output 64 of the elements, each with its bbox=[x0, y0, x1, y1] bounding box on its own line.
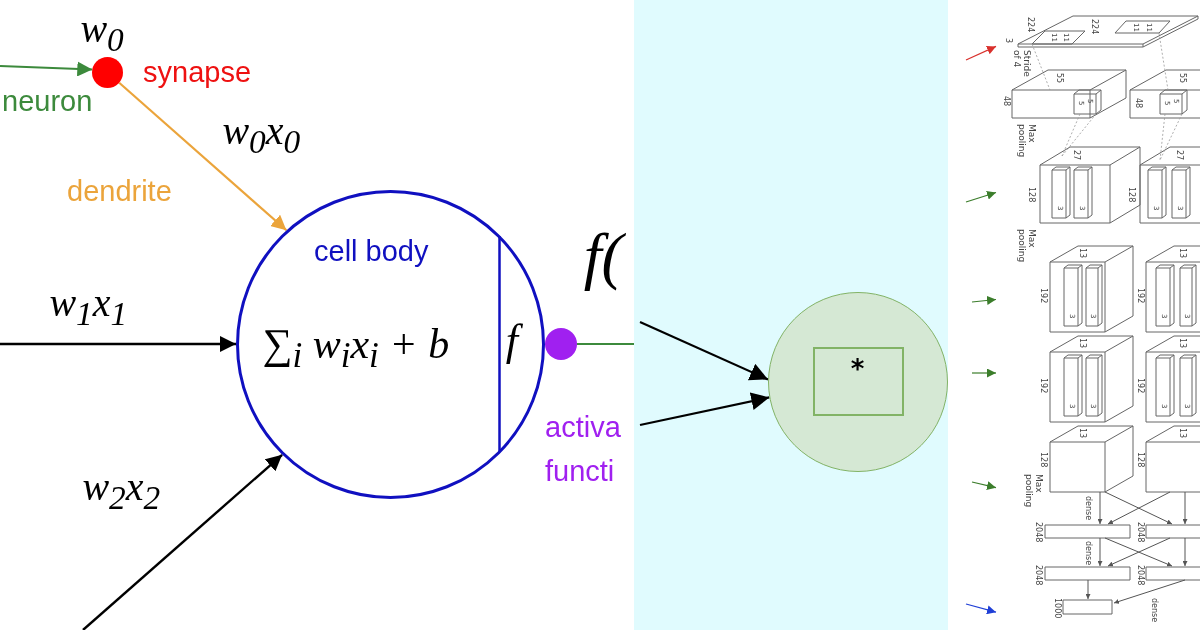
arrow bbox=[0, 336, 236, 352]
layer-label: Max pooling bbox=[1017, 229, 1036, 265]
dimension-label: 192 bbox=[1039, 288, 1048, 304]
operator-symbol: * bbox=[850, 355, 865, 383]
cell-body-circle bbox=[236, 190, 545, 499]
dimension-label: 3 bbox=[1004, 38, 1013, 44]
dimension-label: 128 bbox=[1039, 452, 1048, 468]
dimension-label: 13 bbox=[1078, 338, 1087, 349]
output-dot bbox=[545, 328, 577, 360]
arrow bbox=[965, 45, 997, 61]
connector-line bbox=[577, 342, 634, 346]
node-title: cell body bbox=[314, 236, 429, 267]
annotation-label: Stride of 4 bbox=[1012, 50, 1031, 78]
dimension-label: 2048 bbox=[1034, 565, 1043, 586]
formula: w$_{0}$x$_{0}$ bbox=[221, 110, 302, 159]
junction-dot bbox=[92, 57, 123, 88]
dimension-label: 13 bbox=[1178, 428, 1187, 439]
dimension-label: 128 bbox=[1136, 452, 1145, 468]
layer-label: Max pooling bbox=[1024, 474, 1043, 510]
edge-label: dendrite bbox=[67, 176, 172, 207]
dimension-label: 224 bbox=[1090, 19, 1099, 35]
arrow bbox=[965, 603, 997, 615]
arrow bbox=[639, 392, 770, 427]
arrow bbox=[965, 190, 997, 203]
edge-label: w$_{1}$x$_{1}$ bbox=[48, 282, 129, 331]
layer-label: dense bbox=[1150, 598, 1159, 623]
dimension-label: 2048 bbox=[1136, 522, 1145, 543]
annotation-label: activa functi bbox=[545, 410, 622, 489]
arrow bbox=[0, 61, 93, 77]
weight-symbol: w$_{0}$ bbox=[79, 8, 125, 57]
arrow bbox=[971, 368, 997, 378]
dimension-label: 48 bbox=[1134, 98, 1143, 109]
dimension-label: 2048 bbox=[1034, 522, 1043, 543]
operation-box bbox=[812, 346, 904, 416]
dimension-label: 55 bbox=[1178, 73, 1187, 84]
function-symbol: f bbox=[503, 318, 526, 365]
layer-label: dense bbox=[1084, 541, 1093, 566]
arrow bbox=[82, 453, 283, 630]
dimension-label: 27 bbox=[1175, 150, 1184, 161]
formula: ∑$_{i}$ w$_{i}$x$_{i}$ + b bbox=[261, 322, 451, 376]
dimension-label: 128 bbox=[1027, 187, 1036, 203]
edge-label: neuron bbox=[2, 86, 93, 117]
dimension-label: 13 bbox=[1178, 248, 1187, 259]
arrow bbox=[971, 295, 997, 305]
dimension-label: 192 bbox=[1136, 378, 1145, 394]
dimension-label: 2048 bbox=[1136, 565, 1145, 586]
arrow bbox=[639, 321, 769, 381]
dimension-label: 55 bbox=[1055, 73, 1064, 84]
dimension-label: 13 bbox=[1178, 338, 1187, 349]
dimension-label: 224 bbox=[1026, 17, 1035, 33]
arrow bbox=[118, 81, 288, 232]
dimension-label: 192 bbox=[1136, 288, 1145, 304]
formula: f( bbox=[580, 222, 635, 290]
dimension-label: 13 bbox=[1078, 248, 1087, 259]
dimension-label: 128 bbox=[1127, 187, 1136, 203]
edge-label: w$_{2}$x$_{2}$ bbox=[81, 466, 162, 515]
dimension-label: 192 bbox=[1039, 378, 1048, 394]
layer-label: Max pooling bbox=[1017, 124, 1036, 160]
annotation-label: synapse bbox=[143, 57, 251, 88]
dimension-label: 13 bbox=[1078, 428, 1087, 439]
dimension-label: 27 bbox=[1072, 150, 1081, 161]
arrow bbox=[971, 481, 997, 490]
layer-label: dense bbox=[1084, 496, 1093, 521]
dimension-label: 1000 bbox=[1053, 598, 1062, 619]
